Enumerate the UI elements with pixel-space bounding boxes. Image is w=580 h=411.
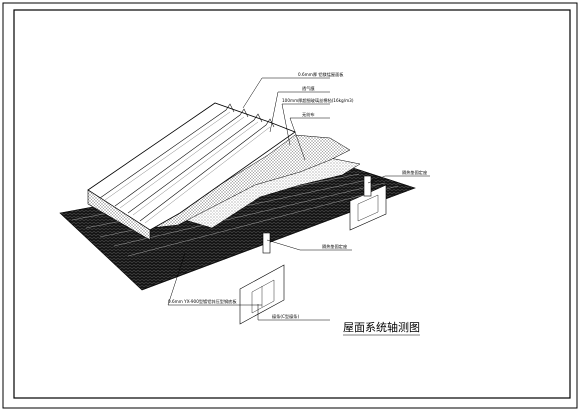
support-bracket-mid	[262, 232, 271, 254]
roof-panel-seams	[99, 103, 275, 224]
label-vapour-barrier: 无纺布	[302, 111, 315, 118]
insulation-layer	[149, 134, 351, 229]
inner-frame	[13, 9, 571, 399]
purlin-back	[349, 184, 387, 231]
purlin-front	[239, 264, 285, 325]
label-support-mid: 隔热垫固定座	[322, 243, 347, 250]
label-breather-membrane: 透气膜	[302, 85, 315, 92]
leader-lines	[167, 77, 430, 321]
label-purlin: 檩条(C型檩条)	[272, 313, 299, 320]
label-top-panel: 0.6mm厚 铝镁锰屋面板	[298, 71, 344, 78]
drawing-title: 屋面系统轴测图	[343, 320, 420, 334]
label-support-right: 隔热垫固定座	[402, 169, 427, 176]
label-insulation: 100mm厚超细玻璃丝棉毡(16kg/m3)	[282, 97, 354, 104]
panel-end-face	[87, 189, 151, 241]
support-bracket-right	[363, 175, 372, 197]
label-bottom-deck: 0.6mm YX-900型镀铝锌压型钢底板	[168, 298, 237, 305]
